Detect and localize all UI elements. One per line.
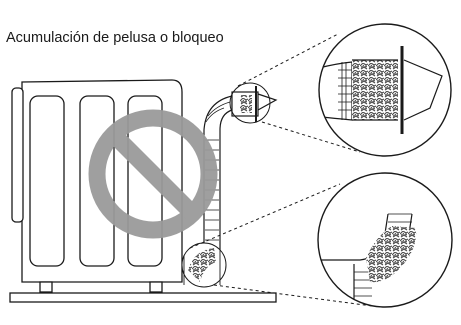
detail-circle-bottom	[317, 172, 453, 308]
floor-base	[9, 292, 277, 303]
small-callout-top	[229, 82, 271, 124]
small-callout-bottom	[181, 242, 227, 288]
prohibition-symbol	[88, 109, 218, 239]
caption: Acumulación de pelusa o bloqueo	[6, 30, 224, 46]
callout-leader-lines	[189, 33, 373, 307]
detail-circle-top	[318, 23, 452, 157]
